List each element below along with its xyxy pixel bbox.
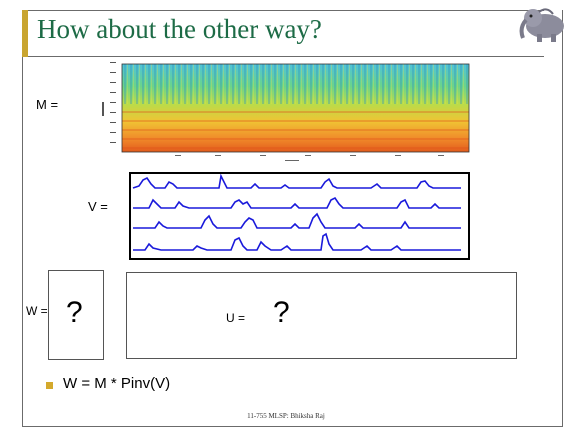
slide-title: How about the other way? <box>37 14 322 44</box>
w-unknown: ? <box>66 296 83 329</box>
title-accent-bar <box>22 10 28 57</box>
u-matrix-box <box>126 272 517 359</box>
w-label: W = <box>26 304 48 318</box>
spectrogram-image <box>102 62 470 161</box>
elephant-mascot-icon <box>519 8 564 42</box>
v-activation-plot <box>132 174 461 251</box>
formula-text: W = M * Pinv(V) <box>63 375 171 392</box>
u-label: U = <box>226 311 246 325</box>
m-label: M = <box>36 97 59 112</box>
v-label: V = <box>88 199 108 214</box>
u-unknown: ? <box>273 296 290 329</box>
v-plot-box <box>129 172 470 260</box>
slide-footer: 11-755 MLSP: Bhiksha Raj <box>247 412 325 420</box>
slide-frame <box>22 10 563 427</box>
square-bullet-icon <box>46 382 53 389</box>
w-matrix-box <box>48 270 104 360</box>
